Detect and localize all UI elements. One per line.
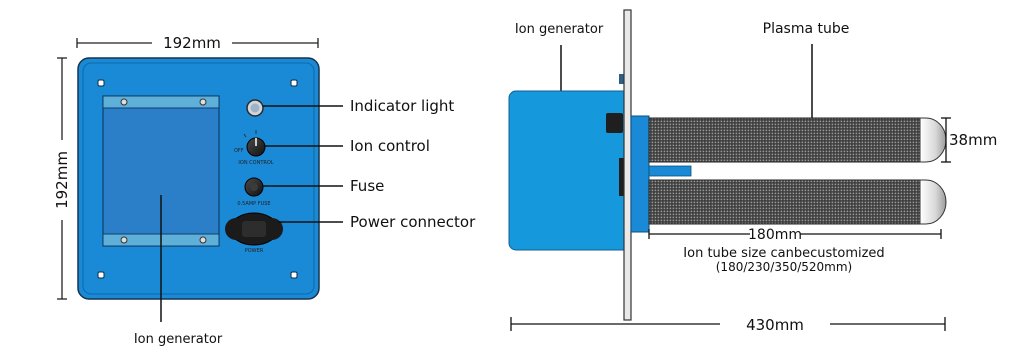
side-ion-generator-label: Ion generator xyxy=(515,22,604,37)
tube-bridge xyxy=(648,165,692,177)
front-width-dimension: 192mm xyxy=(76,34,319,52)
indicator-light xyxy=(246,99,264,117)
power-panel-text: POWER xyxy=(245,248,264,254)
front-width-label: 192mm xyxy=(163,34,221,52)
indicator-light-label: Indicator light xyxy=(350,97,454,115)
tube-diameter-label: 38mm xyxy=(949,131,997,149)
knob-off-text: OFF xyxy=(234,148,244,154)
ion-control-label: Ion control xyxy=(350,137,430,155)
customize-note: Ion tube size canbecustomized xyxy=(683,246,884,261)
tube-holder xyxy=(630,115,650,233)
tube-diameter-dimension: 38mm xyxy=(941,117,997,163)
side-connector-knob xyxy=(619,74,625,84)
total-length-dimension: 430mm xyxy=(510,316,946,334)
module-screws xyxy=(120,98,207,244)
tube-length-dimension: 180mm xyxy=(648,227,942,243)
power-connector: POWER xyxy=(225,212,283,254)
side-connector-top xyxy=(606,113,623,133)
front-height-label: 192mm xyxy=(53,151,71,209)
fuse-panel-text: 0.5AMP FUSE xyxy=(237,201,270,207)
fuse-label: Fuse xyxy=(350,177,384,195)
ion-control-knob: OFF ION CONTROL xyxy=(234,130,274,166)
front-callout-lines xyxy=(160,105,343,322)
front-ion-generator-label: Ion generator xyxy=(134,332,223,347)
plasma-tube-label: Plasma tube xyxy=(763,21,850,37)
front-height-dimension: 192mm xyxy=(53,57,71,300)
total-length-label: 430mm xyxy=(746,316,804,334)
fuse-holder: 0.5AMP FUSE xyxy=(237,177,271,207)
plasma-tube-upper xyxy=(648,117,947,163)
plasma-tube-lower xyxy=(648,179,947,225)
tube-length-label: 180mm xyxy=(748,227,802,243)
ion-control-panel-text: ION CONTROL xyxy=(238,160,273,166)
corner-screws xyxy=(97,79,298,279)
size-options: (180/230/350/520mm) xyxy=(716,260,853,274)
mounting-flange xyxy=(623,9,632,321)
power-connector-label: Power connector xyxy=(350,213,476,231)
